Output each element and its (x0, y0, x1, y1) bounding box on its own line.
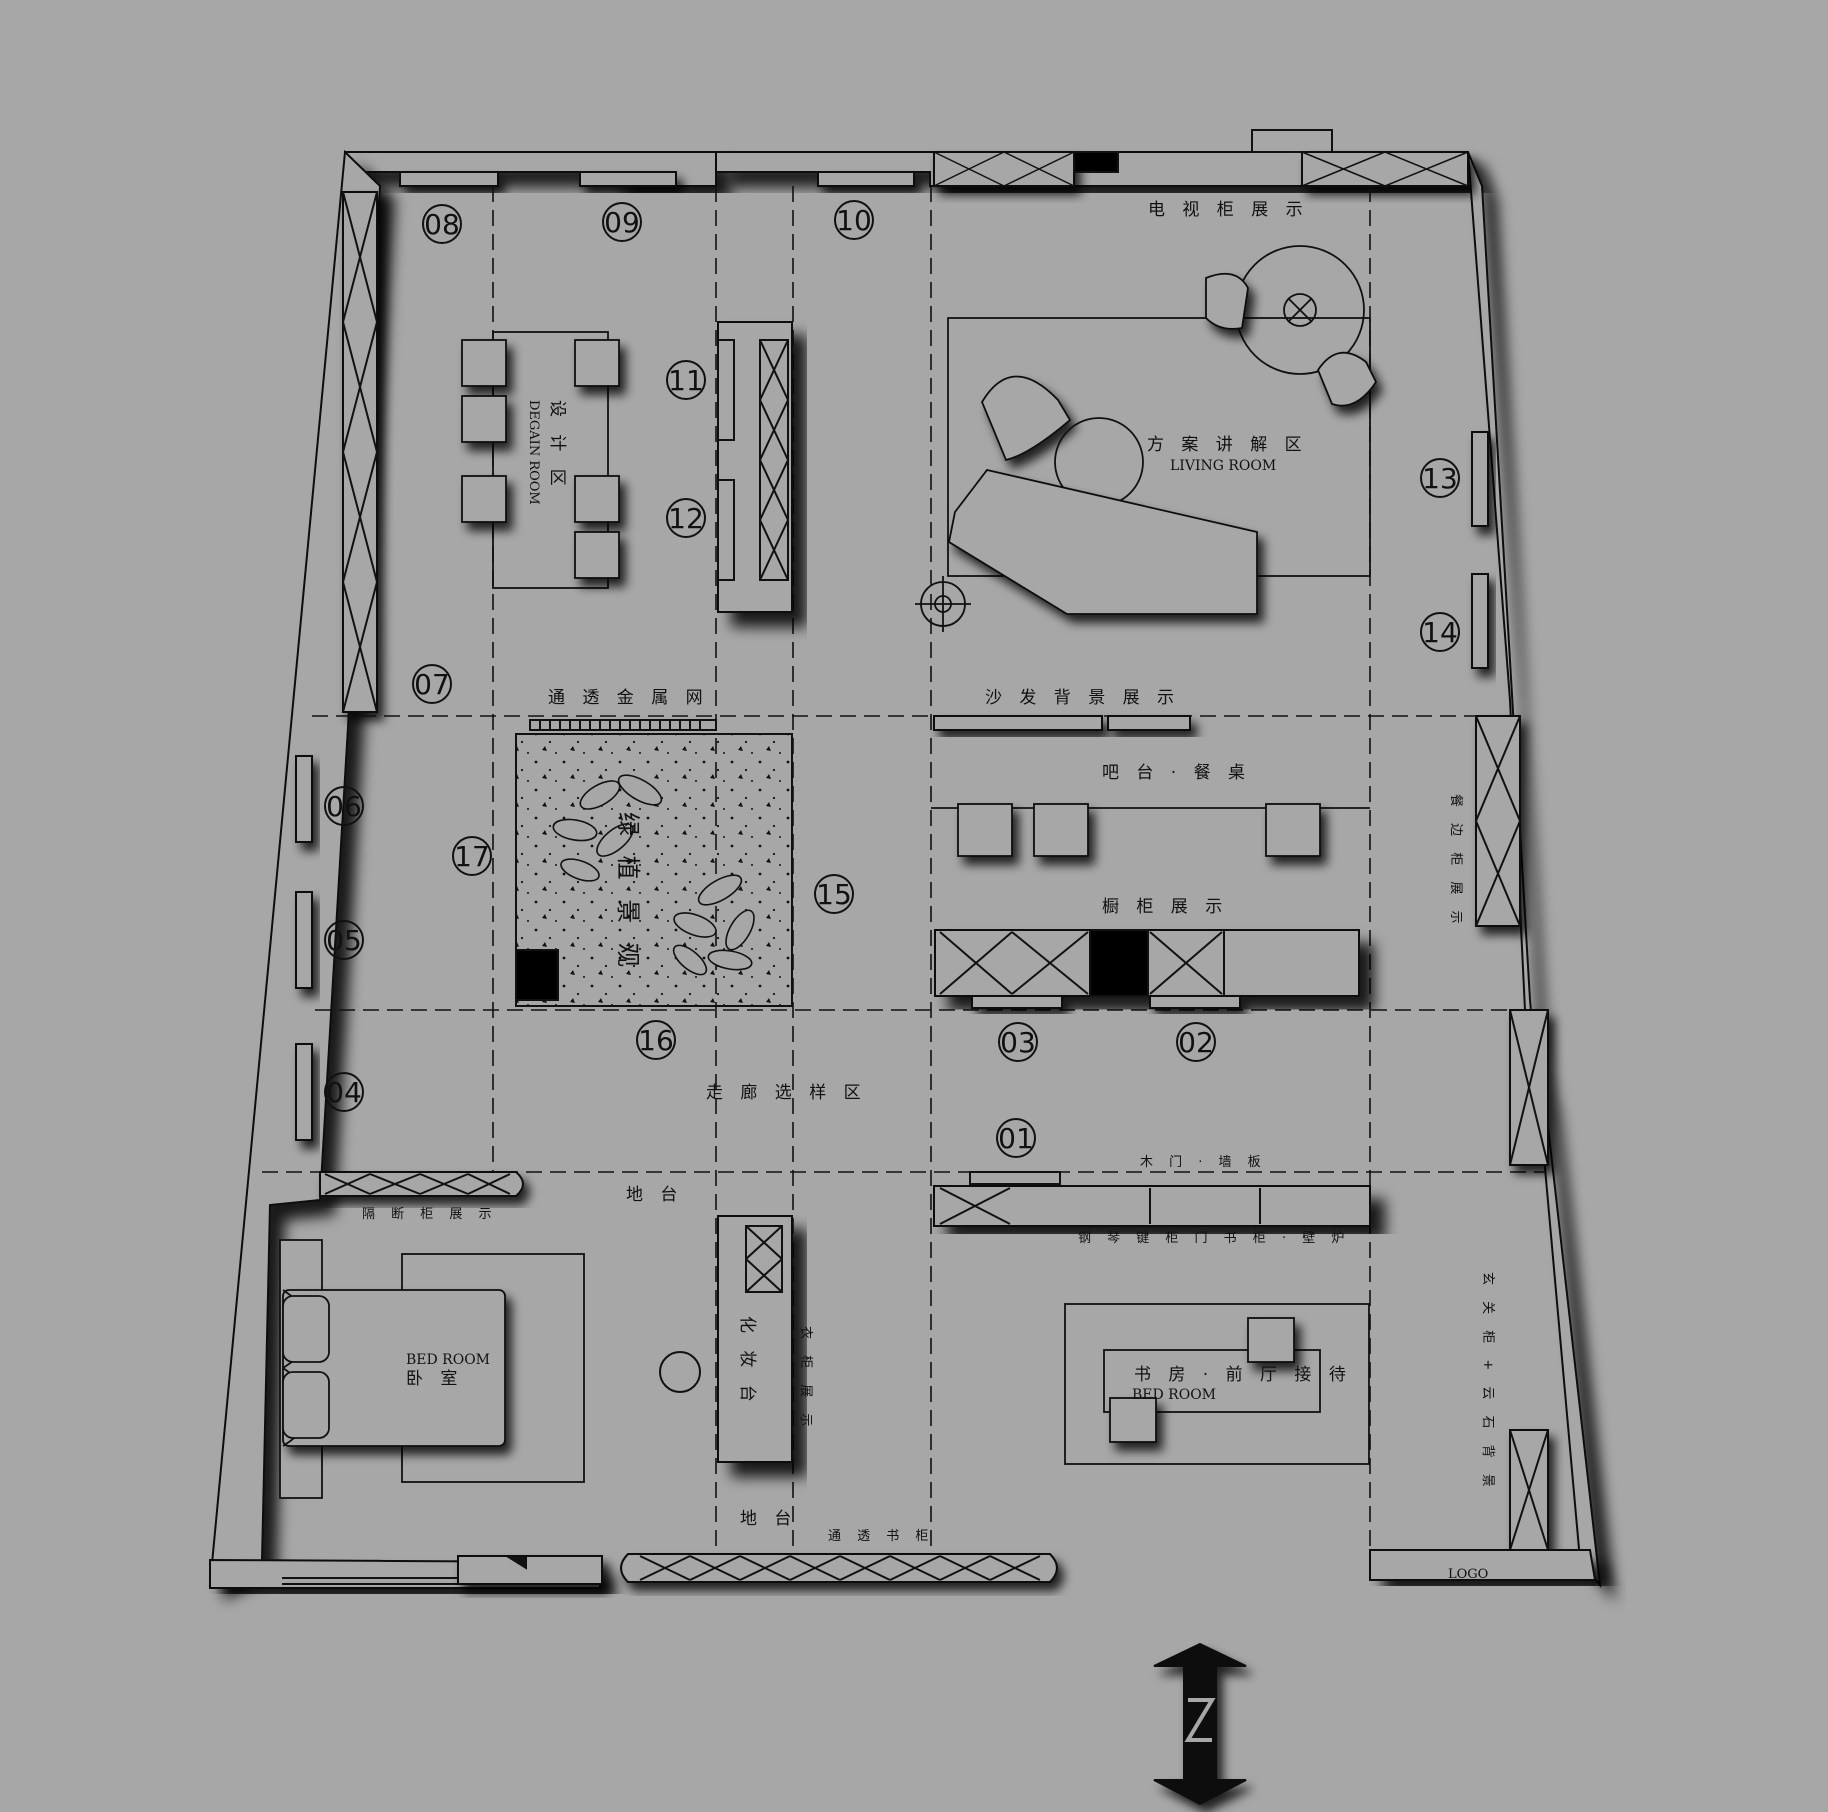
marker-09: 09 (602, 202, 642, 242)
label-partition-cabinet: 隔 断 柜 展 示 (362, 1207, 498, 1222)
living-room-furniture (915, 245, 1378, 632)
svg-text:08: 08 (424, 208, 460, 241)
marker-03: 03 (998, 1022, 1038, 1062)
label-side-cabinet: 餐 边 柜 展 示 (1448, 794, 1464, 930)
label-bedroom-en: BED ROOM (406, 1352, 490, 1368)
label-bedroom-cn: 卧 室 (406, 1369, 463, 1389)
marker-07: 07 (412, 664, 452, 704)
left-windows (295, 755, 313, 1141)
marker-17: 17 (452, 836, 492, 876)
bottom-units (282, 1549, 1597, 1585)
sofa-backdrop-units (933, 715, 1191, 731)
marker-04: 04 (324, 1072, 364, 1112)
label-design-area-cn: 设 计 区 (547, 400, 567, 492)
svg-text:12: 12 (668, 502, 704, 535)
svg-text:16: 16 (638, 1024, 674, 1057)
label-corridor: 走 廊 选 样 区 (706, 1083, 867, 1103)
label-scheme-area-cn: 方 案 讲 解 区 (1147, 435, 1308, 455)
label-study: 书 房 · 前 厅 接 待 (1134, 1365, 1352, 1385)
svg-text:13: 13 (1422, 462, 1458, 495)
svg-text:09: 09 (604, 206, 640, 239)
bar-dining (931, 803, 1370, 857)
tv-cabinet-cross (933, 151, 1469, 187)
label-design-area-en: DEGAIN ROOM (526, 400, 541, 505)
piano-bookcase (933, 1171, 1371, 1227)
label-cabinet-display: 橱 柜 展 示 (1102, 897, 1228, 917)
marker-16: 16 (636, 1020, 676, 1060)
marker-06: 06 (324, 786, 364, 826)
right-windows (1471, 431, 1489, 669)
marker-02: 02 (1176, 1022, 1216, 1062)
left-tall-cabinet (342, 191, 378, 713)
svg-text:05: 05 (326, 924, 362, 957)
label-tv-cabinet: 电 视 柜 展 示 (1148, 200, 1309, 220)
svg-text:07: 07 (414, 668, 450, 701)
label-open-bookcase: 通 透 书 柜 (828, 1529, 934, 1544)
courtyard (515, 719, 793, 1007)
label-metal-mesh: 通 透 金 属 网 (548, 688, 709, 708)
top-window-units (399, 129, 1469, 187)
label-entrance: 玄 关 柜 + 云 石 背 景 (1480, 1272, 1495, 1493)
label-logo: LOGO (1448, 1567, 1488, 1582)
label-sofa-backdrop: 沙 发 背 景 展 示 (985, 688, 1180, 708)
label-floor-platform-2: 地 台 (740, 1509, 797, 1529)
kitchen-cabinet (934, 929, 1360, 1009)
study-furniture (1064, 1303, 1370, 1465)
markers: 01 02 03 04 05 06 07 08 09 10 11 12 13 1… (324, 200, 1460, 1158)
side-cabinet (1475, 715, 1549, 1551)
bedroom-furniture (279, 1239, 585, 1499)
svg-text:15: 15 (816, 878, 852, 911)
svg-text:11: 11 (668, 364, 704, 397)
marker-08: 08 (422, 204, 462, 244)
svg-text:03: 03 (1000, 1026, 1036, 1059)
label-wood-door: 木 门 · 墙 板 (1140, 1155, 1267, 1170)
marker-10: 10 (834, 200, 874, 240)
svg-text:04: 04 (326, 1076, 362, 1109)
marker-14: 14 (1420, 612, 1460, 652)
label-floor-platform: 地 台 (626, 1185, 683, 1205)
label-courtyard: 绿 植 景 观 (614, 812, 642, 973)
north-arrow-icon (1153, 1642, 1247, 1806)
svg-text:17: 17 (454, 840, 490, 873)
marker-12: 12 (666, 498, 706, 538)
svg-text:10: 10 (836, 204, 872, 237)
marker-01: 01 (996, 1118, 1036, 1158)
marker-05: 05 (324, 920, 364, 960)
marker-15: 15 (814, 874, 854, 914)
partition-cabinet (319, 1171, 524, 1197)
svg-text:06: 06 (326, 790, 362, 823)
vanity (659, 1215, 793, 1463)
label-vanity: 化 妆 台 (737, 1316, 757, 1408)
design-table (461, 331, 620, 589)
label-study-en: BED ROOM (1132, 1387, 1216, 1403)
marker-11: 11 (666, 360, 706, 400)
svg-text:02: 02 (1178, 1026, 1214, 1059)
svg-text:14: 14 (1422, 616, 1458, 649)
label-piano-cabinet: 钢 琴 键 柜 门 书 柜 · 壁 炉 (1078, 1231, 1350, 1246)
label-wardrobe: 衣 柜 展 示 (798, 1326, 814, 1432)
label-bar-dining: 吧 台 · 餐 桌 (1102, 763, 1251, 783)
middle-display-cabinet (717, 321, 793, 613)
label-scheme-area-en: LIVING ROOM (1170, 458, 1276, 474)
marker-13: 13 (1420, 458, 1460, 498)
svg-text:01: 01 (998, 1122, 1034, 1155)
